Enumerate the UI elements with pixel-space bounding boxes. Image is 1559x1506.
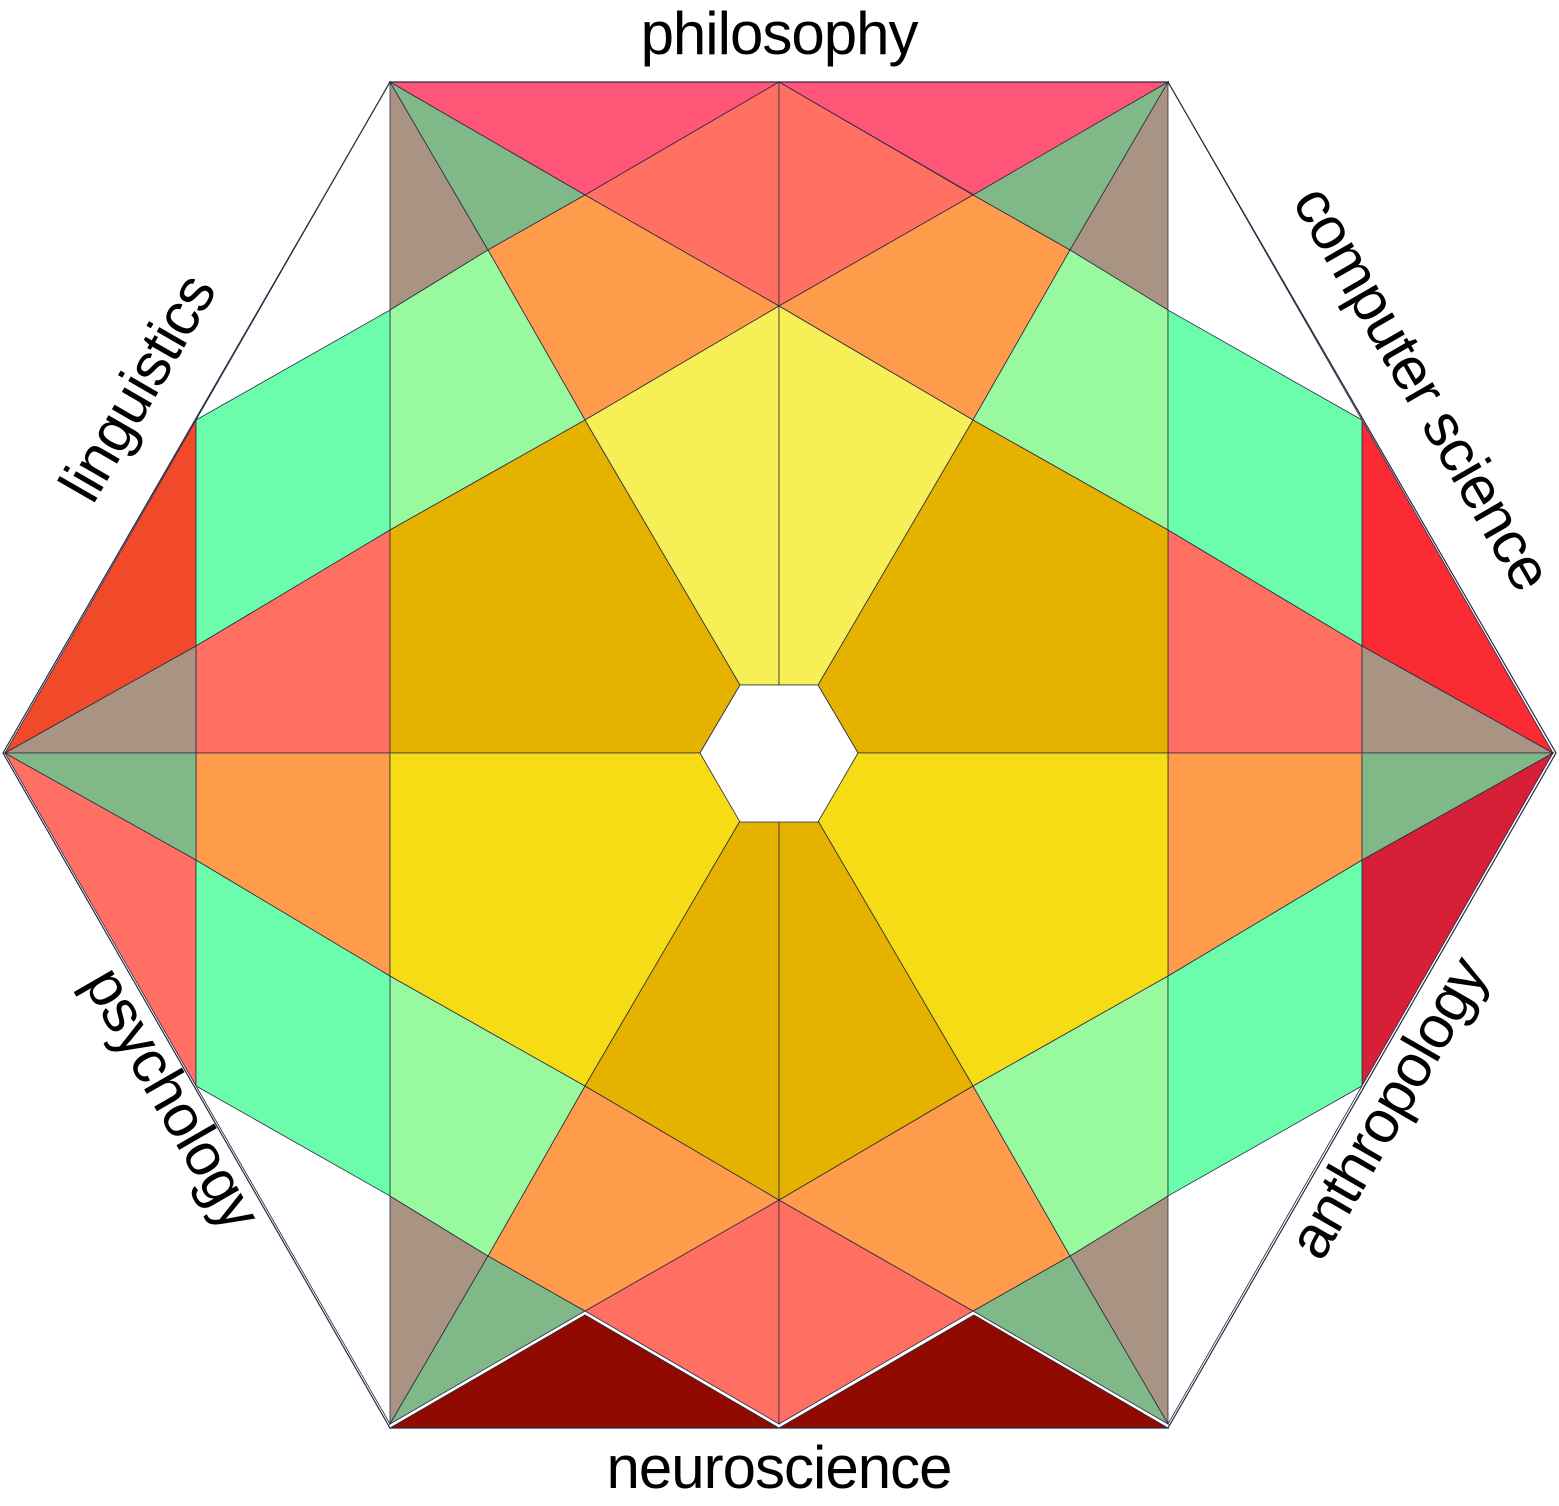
taupe-left-3 bbox=[1361, 752, 1555, 861]
label-neuroscience: neuroscience bbox=[607, 1434, 952, 1501]
taupe-left-2 bbox=[3, 752, 197, 861]
label-philosophy: philosophy bbox=[641, 0, 919, 67]
center-hexagon bbox=[699, 684, 859, 823]
hexagon-outline bbox=[2, 81, 1557, 1429]
hexagon-shapes bbox=[2, 80, 1557, 1429]
